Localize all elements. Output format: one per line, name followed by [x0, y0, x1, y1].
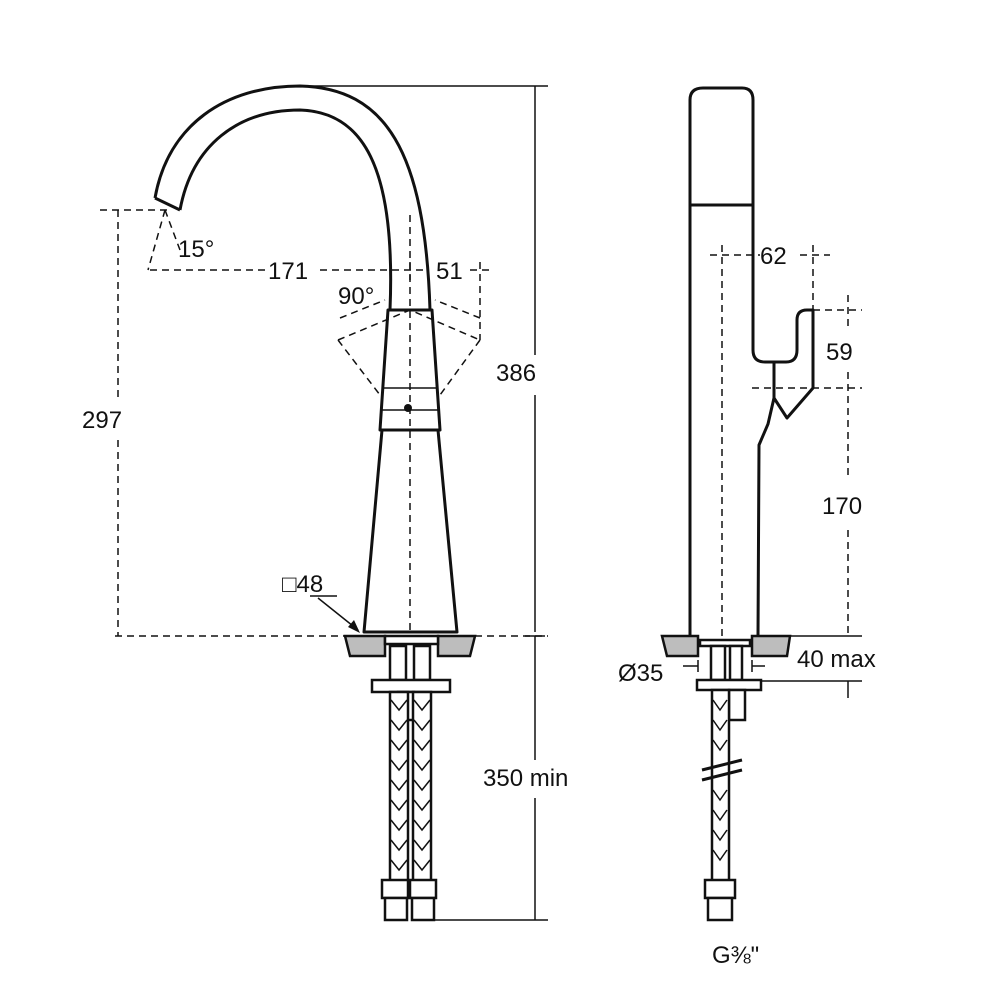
side-plate: [695, 678, 763, 692]
label-40-max: 40 max: [797, 646, 876, 673]
side-hose-braid: [712, 699, 728, 862]
dim-40-line: [760, 635, 862, 698]
hose-nut-right: [408, 878, 438, 900]
label-48: □48: [282, 571, 323, 598]
arrow-head: [348, 620, 360, 633]
dim-51-line: [470, 262, 490, 340]
label-35-diameter: Ø35: [618, 660, 663, 687]
label-171: 171: [268, 258, 308, 285]
dim-15-lines: [147, 209, 181, 271]
fitting-left: [388, 644, 408, 682]
hose-braid: [390, 699, 431, 872]
dim-350-line: [430, 636, 548, 921]
countertop-left: [343, 634, 387, 658]
side-nut: [727, 688, 747, 722]
side-view: 62 59 170 Ø35 40 max G⅜": [618, 86, 876, 969]
dim-297-line: [100, 209, 172, 636]
side-stud: [728, 644, 744, 682]
label-297: 297: [82, 407, 122, 434]
fitting-right: [412, 644, 432, 682]
label-170: 170: [822, 493, 862, 520]
countertop-right: [436, 634, 477, 658]
dim-62-line: [710, 245, 830, 310]
label-350-min: 350 min: [483, 765, 568, 792]
lever-screw: [404, 404, 412, 412]
hose-nut-left: [380, 878, 410, 900]
hose-end-right: [410, 896, 436, 922]
lever: [378, 308, 442, 432]
side-hose-nut: [703, 878, 737, 900]
label-386: 386: [496, 360, 536, 387]
dim-59-line: [752, 295, 862, 480]
side-fitting: [709, 644, 727, 682]
label-15-deg: 15°: [178, 236, 214, 263]
base-washer: [383, 634, 440, 646]
body-cone: [362, 428, 459, 634]
spout-tip: [154, 196, 181, 212]
dim-35-line: [683, 660, 765, 672]
label-59: 59: [826, 339, 853, 366]
spout-inner: [178, 108, 393, 311]
break-marks: [701, 758, 743, 782]
side-countertop-right: [750, 634, 792, 658]
dim-171-line: [150, 262, 425, 280]
side-hose-end: [706, 896, 734, 922]
dim-386-line: [300, 85, 548, 637]
label-51: 51: [436, 258, 463, 285]
side-body: [688, 86, 815, 637]
label-thread: G⅜": [712, 942, 759, 969]
hose-end-left: [383, 896, 409, 922]
side-countertop-left: [660, 634, 700, 658]
fixing-plate: [370, 678, 452, 694]
hose-right: [411, 690, 433, 884]
front-view: 386 350 min 297 15° 171 51 90° □48: [82, 84, 568, 922]
dim-90-fan: [337, 299, 481, 396]
label-90-deg: 90°: [338, 283, 374, 310]
hose-left: [388, 690, 410, 884]
label-62: 62: [760, 243, 787, 270]
